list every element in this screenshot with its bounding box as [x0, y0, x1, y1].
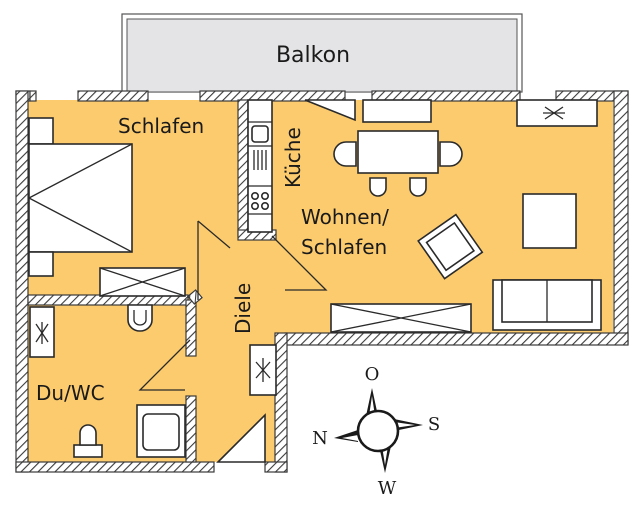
compass-label-left: N: [312, 428, 328, 449]
bedroom-furniture: [28, 117, 186, 297]
diele-boundaries: [138, 220, 328, 391]
room-label-wohnen-schlafen: Schlafen: [301, 235, 387, 259]
coffee-table: [522, 193, 577, 249]
nightstand-bottom: [28, 251, 54, 277]
compass-label-top: O: [365, 364, 380, 385]
room-label-diele: Diele: [231, 283, 255, 334]
sink-icon: [251, 125, 269, 143]
room-label-du-wc: Du/WC: [36, 381, 105, 405]
chair-bottom-right: [409, 177, 427, 197]
door-swing: [304, 99, 356, 122]
armchair: [417, 213, 484, 280]
stove-icon: [251, 192, 269, 211]
washbasin-icon: [79, 424, 97, 446]
toilet-icon: [127, 304, 153, 332]
dining-table: [357, 130, 439, 174]
chair-bottom-left: [369, 177, 387, 197]
bed: [28, 143, 133, 253]
cabinet-x-mark: [543, 106, 565, 120]
balcony: [121, 13, 523, 93]
sink-base: [73, 444, 103, 458]
nightstand-top: [28, 117, 54, 145]
kitchen-counter: [247, 99, 273, 233]
compass-label-right: S: [428, 414, 440, 435]
chair-right: [439, 141, 463, 167]
entry-door-swing: [216, 413, 266, 463]
window-sideboard: [362, 99, 432, 123]
chair-left: [333, 141, 357, 167]
diele-furniture: [216, 344, 277, 463]
bath-furniture: [29, 304, 186, 458]
room-label-wohnen: Wohnen/: [301, 205, 389, 229]
compass-rose: O S W N: [312, 364, 440, 499]
room-label-schlafen: Schlafen: [118, 114, 204, 138]
room-label-kueche: Küche: [281, 127, 305, 188]
compass-label-bottom: W: [378, 478, 397, 499]
room-label-balkon: Balkon: [276, 43, 350, 68]
compass-circle: [356, 409, 400, 453]
living-furniture: [330, 99, 602, 333]
